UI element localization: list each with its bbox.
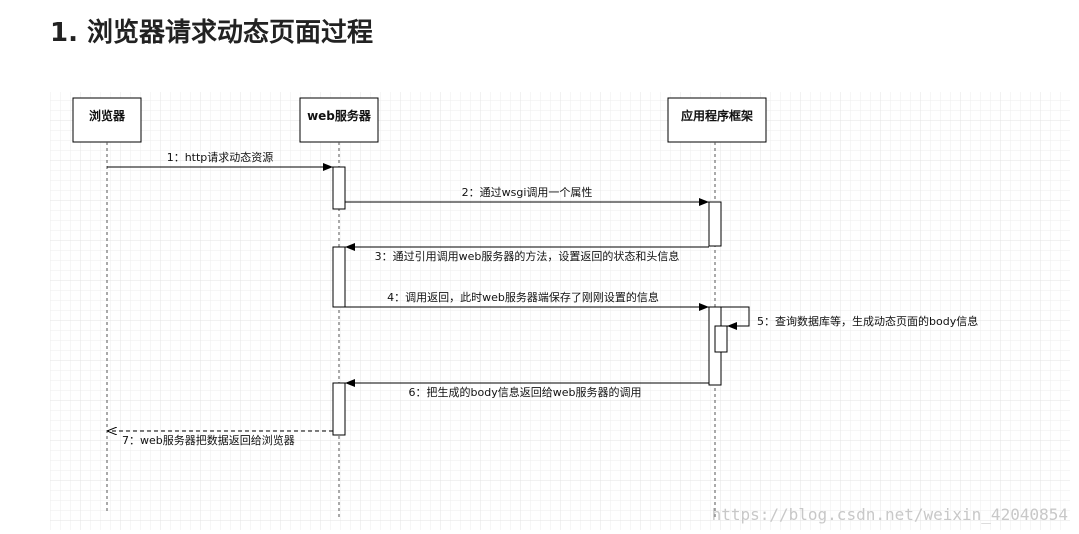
grid-background bbox=[50, 92, 1070, 530]
message-4-label: 4：调用返回，此时web服务器端保存了刚刚设置的信息 bbox=[387, 290, 659, 304]
page-title: 1. 浏览器请求动态页面过程 bbox=[50, 18, 374, 48]
participant-webserver-label: web服务器 bbox=[307, 108, 372, 123]
activation-framework-self bbox=[714, 325, 728, 353]
message-3-label: 3：通过引用调用web服务器的方法，设置返回的状态和头信息 bbox=[375, 249, 680, 263]
activation-webserver-2 bbox=[332, 246, 346, 308]
message-7-label: 7：web服务器把数据返回给浏览器 bbox=[122, 433, 295, 447]
message-5-arrow bbox=[721, 306, 750, 330]
participant-webserver: web服务器 bbox=[299, 97, 379, 143]
participant-browser-label: 浏览器 bbox=[89, 108, 126, 123]
activation-webserver-3 bbox=[332, 382, 346, 436]
activation-framework-1 bbox=[708, 201, 722, 247]
message-6-label: 6：把生成的body信息返回给web服务器的调用 bbox=[409, 385, 642, 399]
watermark-text: https://blog.csdn.net/weixin_42040854 bbox=[712, 505, 1068, 524]
participant-framework: 应用程序框架 bbox=[667, 97, 767, 143]
message-5-label: 5：查询数据库等，生成动态页面的body信息 bbox=[757, 314, 978, 328]
participant-browser: 浏览器 bbox=[72, 97, 142, 143]
message-1-label: 1：http请求动态资源 bbox=[167, 150, 274, 164]
activation-webserver-1 bbox=[332, 166, 346, 210]
participant-framework-label: 应用程序框架 bbox=[681, 108, 753, 123]
message-2-label: 2：通过wsgi调用一个属性 bbox=[462, 185, 593, 199]
